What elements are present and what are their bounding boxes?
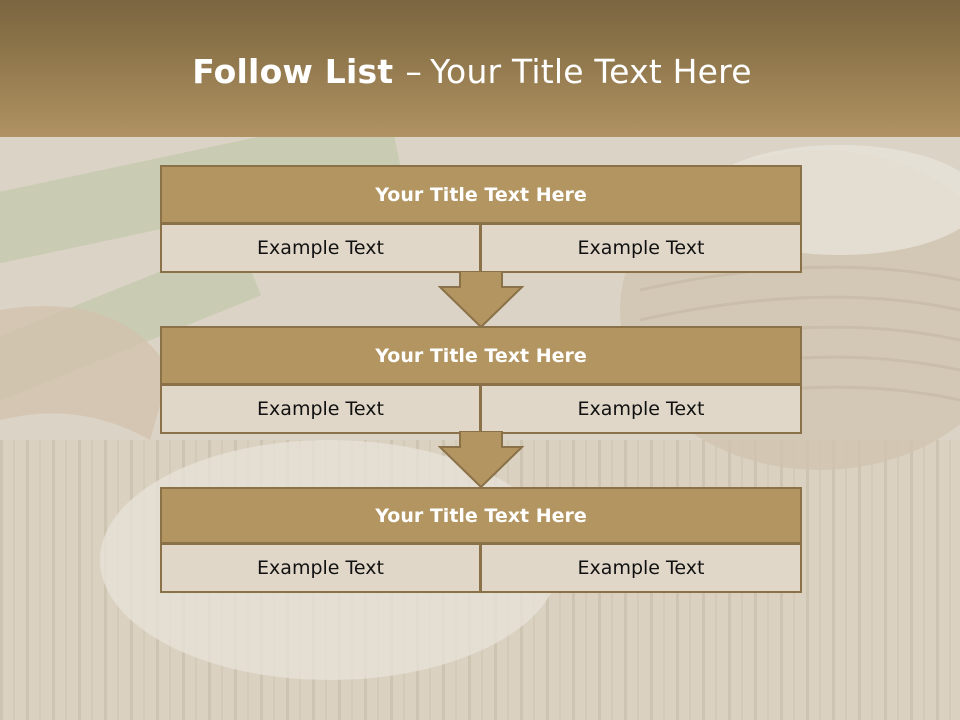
block-cell-right: Example Text — [480, 223, 802, 273]
block-cell-left: Example Text — [160, 543, 481, 593]
down-arrow-icon — [438, 271, 524, 329]
list-block-2: Your Title Text Here Example Text Exampl… — [160, 326, 802, 434]
block-title: Your Title Text Here — [160, 487, 802, 544]
list-block-1: Your Title Text Here Example Text Exampl… — [160, 165, 802, 273]
down-arrow-icon — [438, 431, 524, 489]
block-cell-right: Example Text — [480, 543, 802, 593]
title-rest: Your Title Text Here — [430, 52, 752, 91]
block-cell-right: Example Text — [480, 384, 802, 434]
block-cell-left: Example Text — [160, 223, 481, 273]
title-dash: – — [405, 52, 423, 91]
block-title: Your Title Text Here — [160, 326, 802, 385]
slide-title: Follow List–Your Title Text Here — [0, 52, 944, 91]
block-title: Your Title Text Here — [160, 165, 802, 224]
block-cell-left: Example Text — [160, 384, 481, 434]
title-band — [0, 0, 960, 137]
title-bold-part: Follow List — [192, 52, 394, 91]
list-block-3: Your Title Text Here Example Text Exampl… — [160, 487, 802, 593]
